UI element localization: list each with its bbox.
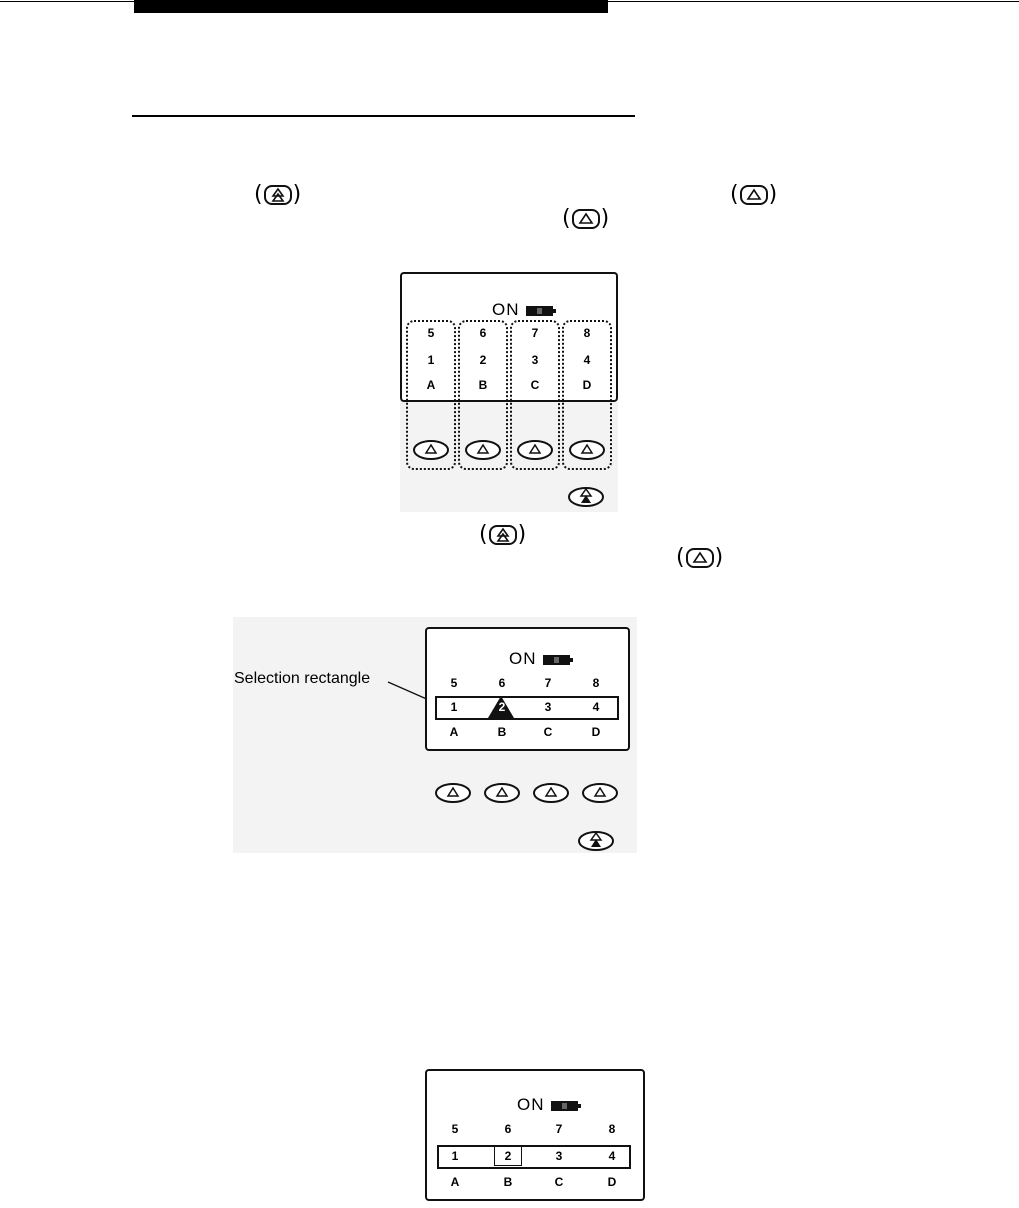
- soft-button-1[interactable]: [411, 438, 451, 462]
- cursor-arrow-icon: [488, 696, 514, 718]
- key-7: 7: [544, 676, 552, 690]
- battery-icon: [551, 1100, 582, 1111]
- key-B: B: [478, 378, 488, 392]
- key-3: 3: [555, 1149, 563, 1163]
- soft-button-1[interactable]: [433, 781, 473, 805]
- single-arrow-button-icon: (): [730, 182, 778, 207]
- selection-rectangle-callout: Selection rectangle: [234, 670, 371, 687]
- single-arrow-button-icon: (): [562, 206, 610, 231]
- key-2-highlighted: 2: [498, 700, 506, 714]
- key-5: 5: [451, 1122, 459, 1136]
- battery-icon: [543, 654, 574, 665]
- selection-rectangle: [435, 696, 619, 720]
- key-3: 3: [544, 700, 552, 714]
- status-label: ON: [517, 1095, 582, 1115]
- selection-rectangle: [437, 1145, 631, 1169]
- double-arrow-button-icon[interactable]: [566, 485, 606, 509]
- figure3-display-panel: ON: [425, 1069, 645, 1201]
- soft-button-3[interactable]: [531, 781, 571, 805]
- key-D: D: [582, 378, 592, 392]
- key-C: C: [543, 725, 553, 739]
- status-label: ON: [492, 300, 557, 320]
- key-4: 4: [608, 1149, 616, 1163]
- key-D: D: [607, 1175, 617, 1189]
- key-1: 1: [451, 1149, 459, 1163]
- double-arrow-button-icon: (): [479, 522, 527, 547]
- figure2-display-panel: ON: [425, 627, 630, 751]
- key-7: 7: [531, 326, 539, 340]
- key-B: B: [497, 725, 507, 739]
- double-arrow-button-icon: (): [254, 182, 302, 207]
- key-A: A: [426, 378, 436, 392]
- key-4: 4: [592, 700, 600, 714]
- section-rule: [132, 115, 635, 117]
- column-group-2: [458, 320, 508, 470]
- key-5: 5: [450, 676, 458, 690]
- key-C: C: [530, 378, 540, 392]
- key-5: 5: [427, 326, 435, 340]
- key-4: 4: [583, 353, 591, 367]
- key-A: A: [450, 1175, 460, 1189]
- battery-icon: [526, 305, 557, 316]
- key-2-highlighted: 2: [504, 1149, 512, 1163]
- soft-button-4[interactable]: [567, 438, 607, 462]
- key-1: 1: [427, 353, 435, 367]
- column-group-3: [510, 320, 560, 470]
- key-3: 3: [531, 353, 539, 367]
- key-6: 6: [479, 326, 487, 340]
- key-C: C: [554, 1175, 564, 1189]
- key-D: D: [591, 725, 601, 739]
- key-7: 7: [555, 1122, 563, 1136]
- key-1: 1: [450, 700, 458, 714]
- soft-button-3[interactable]: [515, 438, 555, 462]
- column-group-4: [562, 320, 612, 470]
- single-arrow-button-icon: (): [676, 545, 724, 570]
- key-8: 8: [592, 676, 600, 690]
- key-8: 8: [583, 326, 591, 340]
- soft-button-4[interactable]: [580, 781, 620, 805]
- key-2: 2: [479, 353, 487, 367]
- figure1-display-panel: ON: [400, 272, 618, 402]
- soft-button-2[interactable]: [482, 781, 522, 805]
- soft-button-2[interactable]: [463, 438, 503, 462]
- key-6: 6: [504, 1122, 512, 1136]
- key-6: 6: [498, 676, 506, 690]
- double-arrow-button-icon[interactable]: [576, 829, 616, 853]
- key-8: 8: [608, 1122, 616, 1136]
- column-group-1: [406, 320, 456, 470]
- status-label: ON: [509, 649, 574, 669]
- key-B: B: [503, 1175, 513, 1189]
- key-2-highlight-box: [494, 1146, 522, 1166]
- key-A: A: [449, 725, 459, 739]
- header-bar: [134, 0, 608, 13]
